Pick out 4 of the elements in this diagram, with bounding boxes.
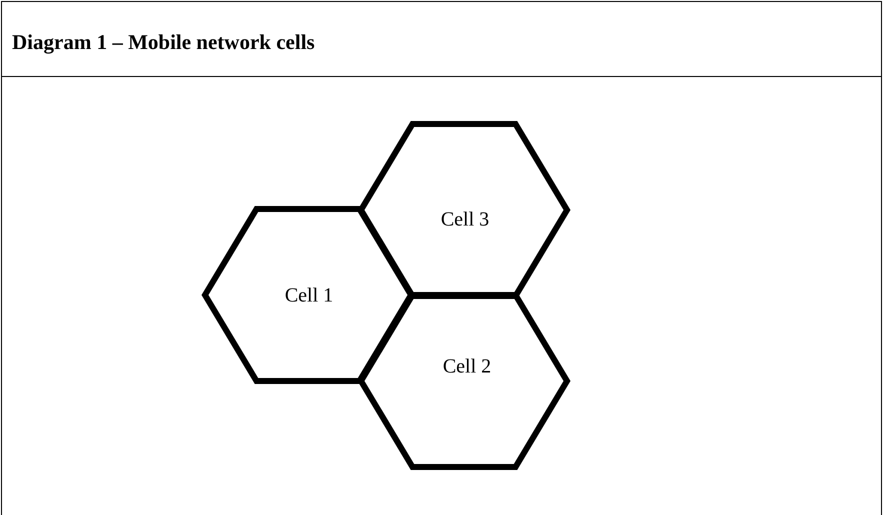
cell-label: Cell 3: [440, 208, 490, 232]
cell-label: Cell 2: [442, 356, 492, 378]
cell-label: Cell 1: [284, 284, 334, 308]
diagram-title: Diagram 1 – Mobile network cells: [12, 30, 315, 55]
